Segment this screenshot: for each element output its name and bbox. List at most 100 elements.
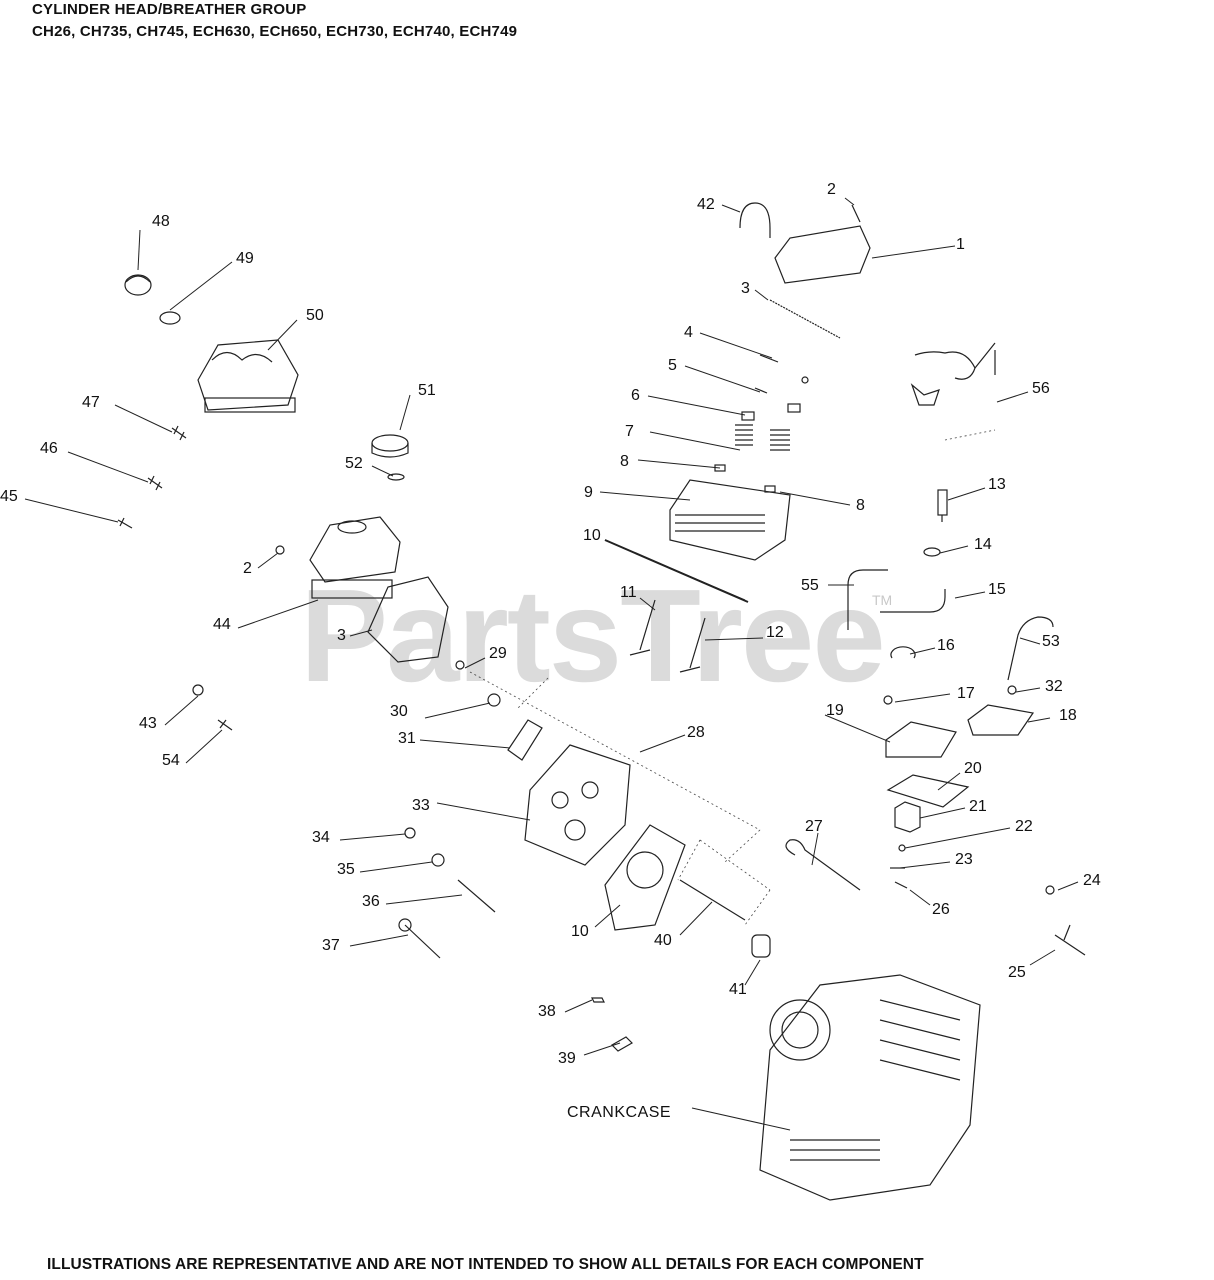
part-50-breather-housing bbox=[197, 339, 299, 413]
callout-26: 26 bbox=[932, 901, 950, 918]
callout-14: 14 bbox=[974, 536, 992, 553]
callout-51: 51 bbox=[418, 382, 436, 399]
callout-7: 7 bbox=[625, 423, 634, 440]
diagram-title: CYLINDER HEAD/BREATHER GROUP bbox=[32, 1, 307, 18]
part-53-hose bbox=[1007, 616, 1054, 681]
part-16-clamp bbox=[890, 646, 916, 659]
part-3-gasket-top bbox=[769, 299, 841, 339]
part-20-gasket bbox=[886, 774, 970, 808]
callout-37: 37 bbox=[322, 937, 340, 954]
callout-45: 45 bbox=[0, 488, 18, 505]
part-24-nut bbox=[1045, 885, 1055, 895]
watermark-trademark: TM bbox=[872, 592, 893, 608]
part-10-head-gasket bbox=[604, 824, 686, 931]
model-list: CH26, CH735, CH745, ECH630, ECH650, ECH7… bbox=[32, 23, 518, 40]
callout-10: 10 bbox=[583, 527, 601, 544]
part-37-bolt bbox=[398, 918, 441, 959]
part-36-stud bbox=[457, 879, 496, 913]
part-6-retainer bbox=[741, 403, 801, 421]
callout-16: 16 bbox=[937, 637, 955, 654]
callout-1: 1 bbox=[956, 236, 965, 253]
callout-29: 29 bbox=[489, 645, 507, 662]
callout-36: 36 bbox=[362, 893, 380, 910]
callout-49: 49 bbox=[236, 250, 254, 267]
part-2-screw-left bbox=[275, 545, 285, 555]
assembly-guide-lines bbox=[469, 429, 996, 926]
part-21-filter bbox=[894, 801, 921, 833]
part-7-valve-spring bbox=[735, 424, 790, 451]
part-26-screw bbox=[894, 881, 908, 889]
callout-8: 8 bbox=[856, 497, 865, 514]
callout-21: 21 bbox=[969, 798, 987, 815]
callout-39: 39 bbox=[558, 1050, 576, 1067]
crankcase-label: CRANKCASE bbox=[567, 1104, 672, 1121]
callout-47: 47 bbox=[82, 394, 100, 411]
callout-2: 2 bbox=[827, 181, 836, 198]
part-52-seal bbox=[387, 473, 405, 481]
part-34-nut bbox=[404, 827, 416, 839]
disclaimer-footer: ILLUSTRATIONS ARE REPRESENTATIVE AND ARE… bbox=[47, 1256, 924, 1273]
callout-3: 3 bbox=[741, 280, 750, 297]
callout-25: 25 bbox=[1008, 964, 1026, 981]
callout-2: 2 bbox=[243, 560, 252, 577]
part-3-gasket-left bbox=[367, 576, 449, 663]
callout-18: 18 bbox=[1059, 707, 1077, 724]
callout-5: 5 bbox=[668, 357, 677, 374]
callout-8: 8 bbox=[620, 453, 629, 470]
part-39-clip bbox=[611, 1036, 633, 1052]
part-27-dipstick bbox=[785, 839, 861, 891]
callout-4: 4 bbox=[684, 324, 693, 341]
part-49-o-ring bbox=[159, 311, 181, 325]
part-41-hydraulic-lifter bbox=[751, 934, 771, 958]
crankcase-assembly bbox=[759, 974, 981, 1201]
callout-35: 35 bbox=[337, 861, 355, 878]
callout-3: 3 bbox=[337, 627, 346, 644]
callout-50: 50 bbox=[306, 307, 324, 324]
part-40-push-rod bbox=[679, 879, 746, 921]
callout-6: 6 bbox=[631, 387, 640, 404]
callout-23: 23 bbox=[955, 851, 973, 868]
part-30-washer bbox=[487, 693, 501, 707]
part-19-breather-cover bbox=[885, 721, 957, 758]
callout-44: 44 bbox=[213, 616, 231, 633]
callout-41: 41 bbox=[729, 981, 747, 998]
callout-40: 40 bbox=[654, 932, 672, 949]
callout-15: 15 bbox=[988, 581, 1006, 598]
callout-27: 27 bbox=[805, 818, 823, 835]
callout-54: 54 bbox=[162, 752, 180, 769]
callout-9: 9 bbox=[584, 484, 593, 501]
callout-12: 12 bbox=[766, 624, 784, 641]
callout-48: 48 bbox=[152, 213, 170, 230]
callout-24: 24 bbox=[1083, 872, 1101, 889]
part-42-bracket bbox=[739, 202, 771, 238]
callout-33: 33 bbox=[412, 797, 430, 814]
part-32-screw bbox=[1007, 685, 1017, 695]
part-31-rocker-bridge bbox=[507, 719, 543, 761]
part-54-bolt bbox=[217, 719, 233, 731]
part-1-rocker-cover bbox=[774, 225, 871, 284]
callout-34: 34 bbox=[312, 829, 330, 846]
callout-13: 13 bbox=[988, 476, 1006, 493]
callout-56: 56 bbox=[1032, 380, 1050, 397]
callout-46: 46 bbox=[40, 440, 58, 457]
part-48-breather-cap bbox=[124, 274, 152, 296]
part-35-washer bbox=[431, 853, 445, 867]
callout-11: 11 bbox=[620, 584, 637, 601]
callout-42: 42 bbox=[697, 196, 715, 213]
part-13-spark-plug bbox=[937, 489, 948, 522]
part-18-breather-cover bbox=[967, 704, 1035, 736]
callout-19: 19 bbox=[826, 702, 844, 719]
part-17-screw bbox=[883, 695, 893, 705]
part-10-gasket-strip bbox=[604, 539, 749, 603]
part-22-reed bbox=[898, 844, 906, 852]
part-55-breather-hose bbox=[847, 569, 888, 630]
part-25-stud bbox=[1054, 924, 1086, 956]
part-56-harness bbox=[910, 342, 996, 406]
callout-32: 32 bbox=[1045, 678, 1063, 695]
part-46-fitting bbox=[147, 475, 163, 491]
part-5-keeper bbox=[754, 376, 809, 394]
callout-17: 17 bbox=[957, 685, 975, 702]
callout-31: 31 bbox=[398, 730, 416, 747]
part-44-valve-cover bbox=[309, 516, 401, 599]
